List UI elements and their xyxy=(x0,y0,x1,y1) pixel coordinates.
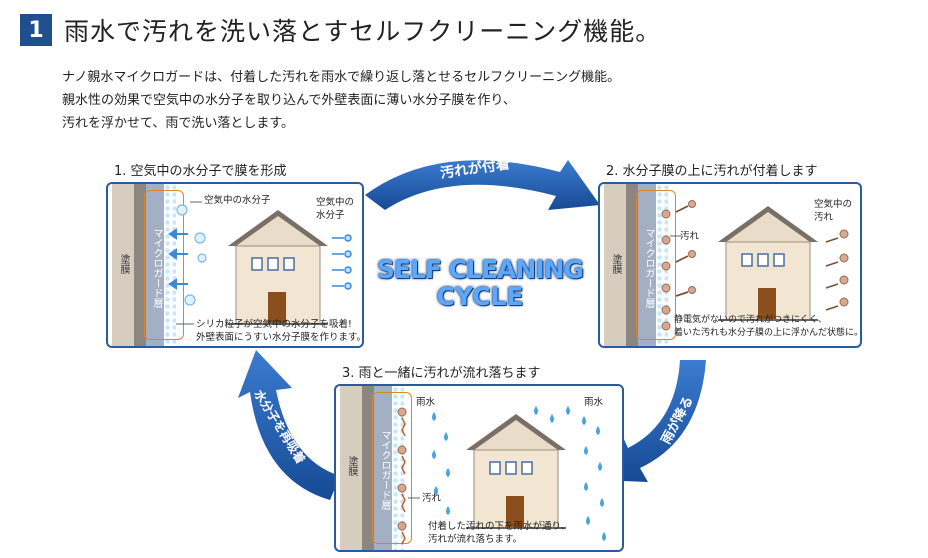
coating-layer xyxy=(604,184,626,346)
page-title: 雨水で汚れを洗い落とすセルフクリーニング機能。 xyxy=(64,17,662,46)
step3-panel: 塗膜 マイクロガード層 雨水 雨水 汚れ 付着し xyxy=(334,384,624,552)
coating-layer xyxy=(340,386,362,550)
blue-arrows xyxy=(168,228,188,290)
highlight-outline xyxy=(372,392,412,544)
label-rain-right: 雨水 xyxy=(584,397,604,408)
description-line: 親水性の効果で空気中の水分子を取り込んで外壁表面に薄い水分子膜を作り、 xyxy=(62,93,516,108)
step3-caption: 付着した汚れの下を雨水が通り、 汚れが流れ落ちます。 xyxy=(428,521,571,545)
coating-label: 塗膜 xyxy=(118,254,129,274)
logo-line1: SELF CLEANING xyxy=(376,255,584,284)
molecules xyxy=(176,204,207,306)
house xyxy=(228,210,328,325)
dirt-particles xyxy=(397,407,407,531)
rain-drops xyxy=(432,406,606,541)
coating-label: 塗膜 xyxy=(346,456,357,476)
label-rain-left: 雨水 xyxy=(416,397,436,408)
house xyxy=(466,414,566,529)
section-header: 1 雨水で汚れを洗い落とすセルフクリーニング機能。 xyxy=(20,12,661,48)
step2-caption: 静電気がないので汚れがつきにくく、 着いた汚れも水分子膜の上に浮かんだ状態に。 xyxy=(674,315,862,338)
highlight-outline xyxy=(636,190,676,340)
highlight-outline xyxy=(144,190,184,340)
house xyxy=(718,206,818,321)
step2-title: 2. 水分子膜の上に汚れが付着します xyxy=(606,164,818,179)
brown-arrows xyxy=(675,205,689,297)
air-arrows xyxy=(332,234,352,290)
guard-label: マイクロガード層 xyxy=(151,228,162,308)
self-cleaning-cycle-logo: SELF CLEANING CYCLE xyxy=(370,255,590,311)
label-vapor: 空気中の水分子 xyxy=(204,195,271,206)
description: ナノ親水マイクロガードは、付着した汚れを雨水で繰り返し落とせるセルフクリーニング… xyxy=(62,66,620,135)
silica-layer xyxy=(164,184,176,346)
step1-panel: 塗膜 マイクロガード層 空 xyxy=(106,182,364,348)
wall-layer xyxy=(626,184,638,346)
step1-title: 1. 空気中の水分子で膜を形成 xyxy=(114,164,287,179)
guard-label: マイクロガード層 xyxy=(643,228,654,308)
step3-illustration xyxy=(397,406,606,545)
logo-line2: CYCLE xyxy=(436,282,524,311)
step1-illustration xyxy=(168,201,352,325)
flow-arrows xyxy=(401,417,406,545)
left-arrow-shape xyxy=(238,350,340,500)
description-line: 汚れを浮かせて、雨で洗い落とします。 xyxy=(62,116,295,131)
guard-layer xyxy=(638,184,656,346)
guard-layer xyxy=(374,386,392,550)
step1-caption: シリカ粒子が空気中の水分子を吸着! 外壁表面にうすい水分子膜を作ります。 xyxy=(196,319,364,343)
step3-title: 3. 雨と一緒に汚れが流れ落ちます xyxy=(342,366,541,381)
coating-label: 塗膜 xyxy=(610,254,621,274)
label-dirt: 汚れ xyxy=(680,231,700,242)
wall-layer xyxy=(134,184,146,346)
section-number: 1 xyxy=(20,14,52,46)
silica-layer xyxy=(392,386,404,550)
top-arrow-shape xyxy=(365,160,600,210)
label-air-vapor: 空気中の 水分子 xyxy=(316,197,355,221)
dirt-particles xyxy=(661,200,696,331)
step2-panel: 塗膜 マイクロガード層 汚れ 空気中の 汚れ 静電気がないの xyxy=(598,182,862,348)
step2-illustration xyxy=(661,200,849,331)
guard-label: マイクロガード層 xyxy=(379,430,390,510)
wall-layer xyxy=(362,386,374,550)
air-dirt xyxy=(839,229,849,307)
coating-layer xyxy=(112,184,134,346)
guard-layer xyxy=(146,184,164,346)
label-dirt: 汚れ xyxy=(422,493,442,504)
label-air-dirt: 空気中の 汚れ xyxy=(814,199,853,223)
description-line: ナノ親水マイクロガードは、付着した汚れを雨水で繰り返し落とせるセルフクリーニング… xyxy=(62,70,621,85)
